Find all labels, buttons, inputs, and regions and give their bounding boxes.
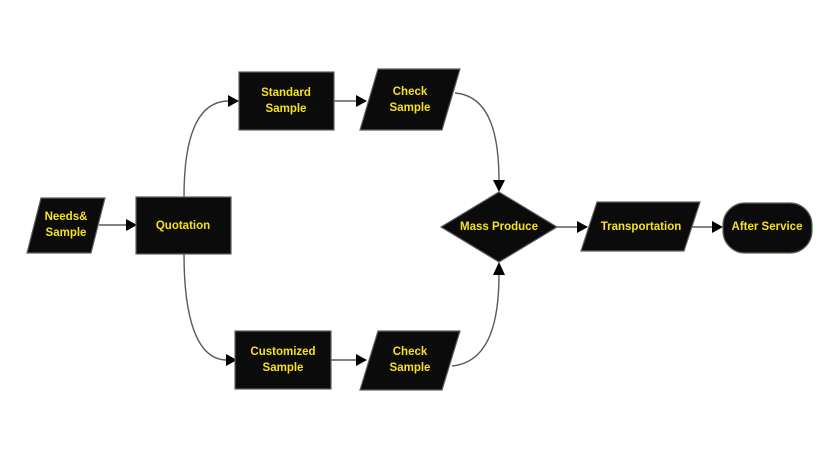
node-needs-sample[interactable]: Needs& Sample <box>26 197 106 254</box>
node-standard-sample[interactable]: Standard Sample <box>238 71 335 131</box>
edge-check-sample-bottom-to-mass-produce <box>451 262 505 367</box>
node-customized-sample[interactable]: Customized Sample <box>234 330 332 390</box>
node-mass-produce[interactable]: Mass Produce <box>439 191 559 263</box>
node-quotation[interactable]: Quotation <box>135 196 232 255</box>
edge-check-sample-top-to-mass-produce <box>454 92 505 192</box>
edge-needs-to-quotation <box>99 219 137 231</box>
edge-quotation-to-customized-sample <box>183 253 237 366</box>
node-after-service[interactable]: After Service <box>722 202 813 254</box>
node-check-sample-bottom[interactable]: Check Sample <box>359 330 461 391</box>
edge-customized-sample-to-check-sample-bottom <box>331 354 367 366</box>
edge-quotation-to-standard-sample <box>183 95 239 198</box>
edge-mass-produce-to-transportation <box>557 221 588 233</box>
node-transportation[interactable]: Transportation <box>580 201 701 252</box>
node-check-sample-top[interactable]: Check Sample <box>359 68 461 131</box>
edge-standard-sample-to-check-sample-top <box>334 95 367 107</box>
edge-transportation-to-after-service <box>692 221 723 233</box>
